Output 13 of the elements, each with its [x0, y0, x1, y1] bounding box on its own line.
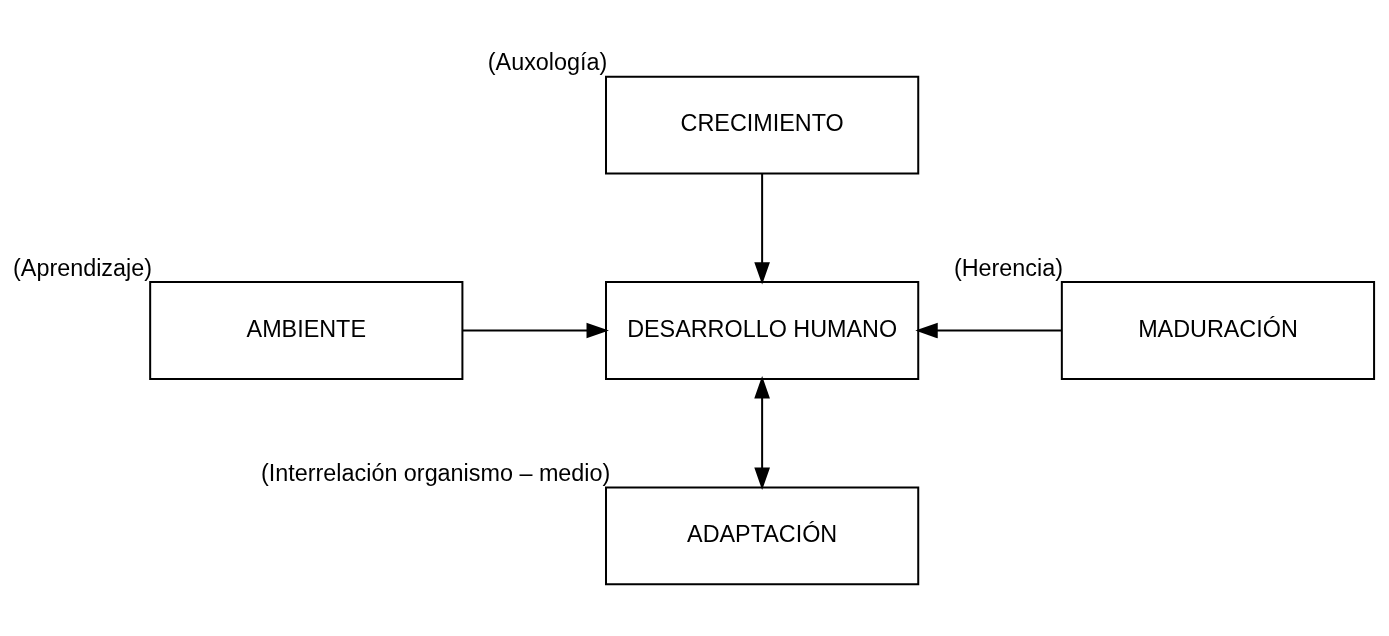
node-label: (Herencia) — [953, 254, 1063, 281]
node-box: ADAPTACIÓN — [605, 486, 920, 586]
node-label: (Interrelación organismo – medio) — [261, 460, 611, 487]
node-label: (Aprendizaje) — [13, 254, 153, 281]
node-box: AMBIENTE — [149, 281, 464, 380]
node-box: CRECIMIENTO — [605, 75, 920, 175]
arrow — [754, 172, 770, 285]
node-label: (Auxología) — [487, 49, 608, 76]
node-box: DESARROLLO HUMANO — [605, 281, 920, 380]
node-box: MADURACIÓN — [1060, 281, 1376, 380]
arrow — [915, 322, 1063, 339]
arrow — [461, 322, 609, 339]
arrow — [754, 376, 770, 490]
